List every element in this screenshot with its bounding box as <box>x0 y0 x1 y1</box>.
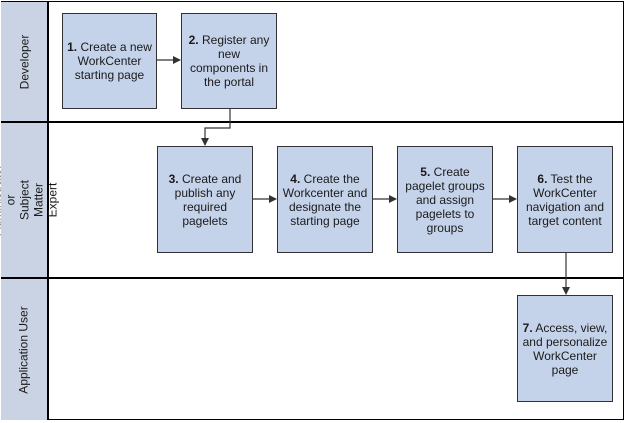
step-5-box: 5. Create pagelet groups and assign page… <box>397 146 493 253</box>
lane-label-developer: Developer <box>1 2 49 121</box>
step-4-box: 4. Create the Workcenter and designate t… <box>277 146 373 253</box>
lane-divider-1 <box>1 121 624 123</box>
arrow-2-to-3 <box>201 109 231 146</box>
step-2-box: 2. Register any new components in the po… <box>181 13 277 109</box>
step-1-box: 1. Create a new WorkCenter starting page <box>62 13 157 109</box>
step-7-box: 7. Access, view, and personalize WorkCen… <box>517 295 613 402</box>
lane-label-application-user: Application User <box>1 279 49 420</box>
step-6-box: 6. Test the WorkCenter navigation and ta… <box>517 146 613 253</box>
lane-divider-2 <box>1 277 624 279</box>
step-3-box: 3. Create and publish any required pagel… <box>157 146 253 253</box>
